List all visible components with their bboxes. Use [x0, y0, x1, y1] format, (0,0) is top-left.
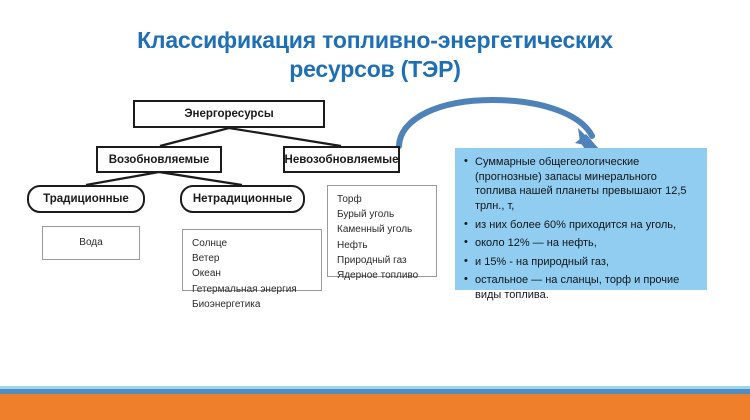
info-bullet: около 12% — на нефть,: [461, 235, 699, 251]
line-root-to-renewable: [159, 126, 230, 148]
list-item: Океан: [192, 268, 221, 280]
info-panel: Суммарные общегеологические (прогнозные)…: [455, 148, 707, 301]
list-traditional: Вода: [42, 226, 140, 260]
list-nonrenewable: Торф Бурый уголь Каменный уголь Нефть Пр…: [327, 185, 437, 281]
curved-arrow-icon: [396, 96, 598, 149]
list-item: Ядерное топливо: [337, 269, 419, 281]
footer-blue-bar: [0, 389, 750, 394]
list-item: Природный газ: [337, 254, 407, 266]
list-item: Нефть: [337, 239, 368, 251]
info-bullet: Суммарные общегеологические (прогнозные)…: [461, 154, 699, 214]
list-item: Ветер: [192, 253, 220, 265]
node-nontraditional: Нетрадиционные: [180, 185, 305, 213]
node-energy-resources: Энергоресурсы: [133, 100, 325, 128]
node-label: Нетрадиционные: [192, 193, 293, 205]
list-item: Биоэнергетика: [192, 298, 261, 310]
line-renewable-to-traditional: [85, 170, 160, 187]
node-label: Невозобновляемые: [284, 153, 399, 166]
list-item: Торф: [337, 194, 362, 205]
footer-light-blue-bar: [0, 386, 750, 390]
node-nonrenewable: Невозобновляемые: [283, 146, 400, 173]
footer-orange-bar: [0, 394, 750, 420]
line-root-to-nonrenewable: [228, 126, 342, 148]
list-item: Каменный уголь: [337, 224, 413, 236]
node-label: Традиционные: [43, 193, 129, 205]
info-bullet: остальное — на сланцы, торф и прочие вид…: [461, 272, 699, 302]
list-item: Бурый уголь: [337, 209, 395, 221]
page-title: Классификация топливно-энергетических ре…: [137, 27, 613, 83]
info-bullet: и 15% - на природный газ,: [461, 254, 699, 270]
info-bullet: из них более 60% приходится на уголь,: [461, 217, 699, 233]
node-traditional: Традиционные: [27, 185, 145, 213]
list-item: Вода: [79, 237, 103, 249]
list-item: Гетермальная энергия: [192, 283, 297, 295]
line-renewable-to-nontraditional: [158, 170, 243, 187]
node-label: Энергоресурсы: [184, 108, 274, 120]
list-item: Солнце: [192, 238, 228, 249]
list-nontraditional: Солнце Ветер Океан Гетермальная энергия …: [182, 229, 322, 310]
node-renewable: Возобновляемые: [96, 146, 222, 173]
info-bullet-list: Суммарные общегеологические (прогнозные)…: [461, 154, 699, 303]
node-label: Возобновляемые: [108, 153, 210, 166]
